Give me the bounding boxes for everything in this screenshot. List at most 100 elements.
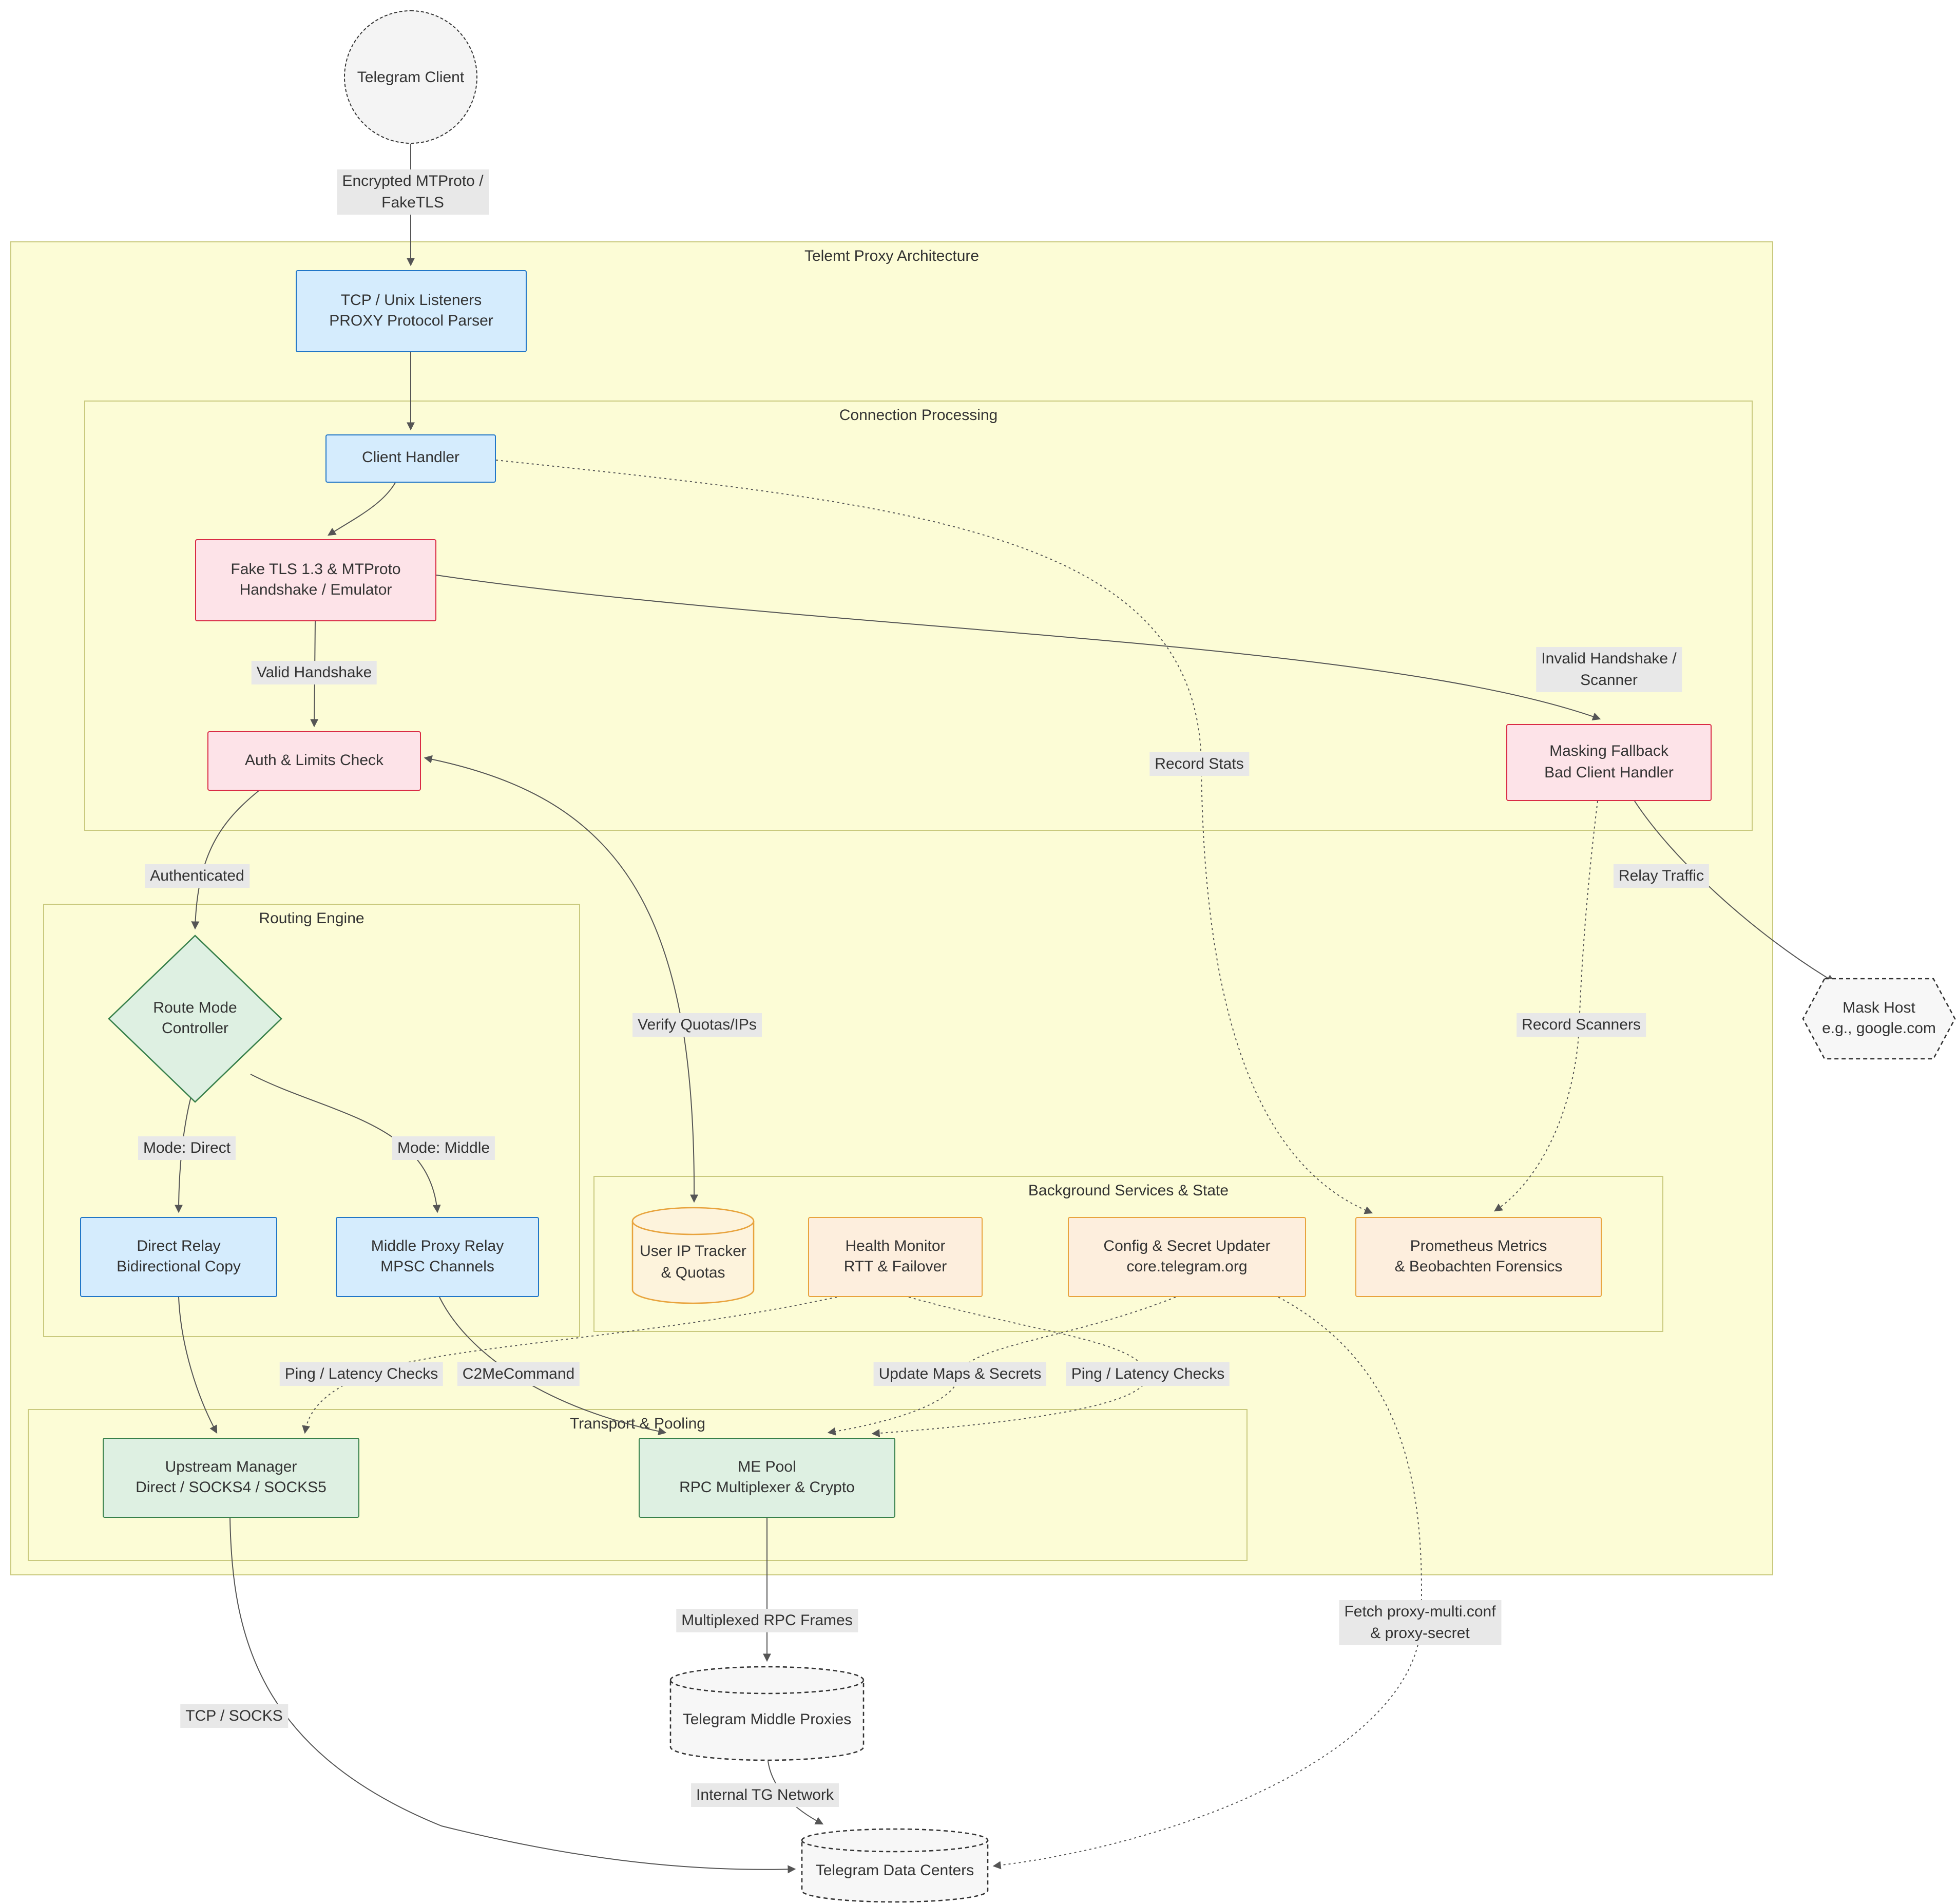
edge-authenticated bbox=[191, 790, 259, 930]
node-user-ip-tracker: User IP Tracker & Quotas bbox=[631, 1207, 755, 1304]
node-prometheus-metrics-line1: Prometheus Metrics bbox=[1410, 1237, 1547, 1255]
edge-label-record-stats: Record Stats bbox=[1149, 752, 1249, 776]
edge-record-stats bbox=[495, 460, 1373, 1214]
edge-label-encrypted-mtproto: Encrypted MTProto / FakeTLS bbox=[337, 169, 489, 215]
node-route-mode-text: Route Mode Controller bbox=[153, 998, 237, 1040]
container-routing-title: Routing Engine bbox=[259, 910, 364, 927]
node-me-pool: ME Pool RPC Multiplexer & Crypto bbox=[639, 1438, 895, 1518]
node-prometheus-metrics: Prometheus Metrics & Beobachten Forensic… bbox=[1355, 1217, 1602, 1297]
edge-label-invalid-line2: Scanner bbox=[1580, 672, 1638, 689]
edge-label-fetch-conf-line2: & proxy-secret bbox=[1370, 1625, 1470, 1642]
node-telegram-data-centers: Telegram Data Centers bbox=[801, 1828, 989, 1903]
edge-invalid-handshake bbox=[436, 575, 1601, 720]
node-client-handler: Client Handler bbox=[325, 434, 496, 483]
node-masking-fallback-line1: Masking Fallback bbox=[1549, 742, 1668, 760]
edge-mode-middle bbox=[250, 1074, 441, 1213]
node-telegram-data-centers-text: Telegram Data Centers bbox=[816, 1849, 974, 1882]
edge-label-fetch-conf: Fetch proxy-multi.conf & proxy-secret bbox=[1339, 1600, 1501, 1645]
cylinder-shape bbox=[631, 1207, 755, 1304]
node-mask-host-text: Mask Host e.g., google.com bbox=[1822, 998, 1936, 1040]
node-telegram-data-centers-label: Telegram Data Centers bbox=[815, 1862, 974, 1880]
node-fake-tls-line1: Fake TLS 1.3 & MTProto bbox=[231, 560, 401, 578]
diamond-shape bbox=[108, 935, 282, 1103]
node-me-pool-line1: ME Pool bbox=[738, 1458, 796, 1476]
container-transport-title: Transport & Pooling bbox=[569, 1415, 705, 1433]
edge-label-mode-direct: Mode: Direct bbox=[138, 1136, 236, 1160]
edge-label-internal-tg: Internal TG Network bbox=[691, 1783, 839, 1807]
container-background-title: Background Services & State bbox=[1028, 1182, 1229, 1199]
node-telegram-middle-proxies: Telegram Middle Proxies bbox=[669, 1666, 865, 1761]
container-outer-title: Telemt Proxy Architecture bbox=[804, 247, 980, 265]
edge-label-encrypted-line2: FakeTLS bbox=[381, 194, 444, 212]
cylinder-shape bbox=[801, 1828, 989, 1903]
node-auth-check: Auth & Limits Check bbox=[207, 731, 421, 791]
container-connection-title: Connection Processing bbox=[839, 407, 998, 424]
node-health-monitor-line1: Health Monitor bbox=[845, 1237, 946, 1255]
node-config-updater-line1: Config & Secret Updater bbox=[1103, 1237, 1271, 1255]
node-upstream-manager: Upstream Manager Direct / SOCKS4 / SOCKS… bbox=[103, 1438, 359, 1518]
node-config-updater: Config & Secret Updater core.telegram.or… bbox=[1068, 1217, 1306, 1297]
node-tcp-listeners-line1: TCP / Unix Listeners bbox=[340, 291, 482, 309]
node-middle-relay: Middle Proxy Relay MPSC Channels bbox=[336, 1217, 539, 1297]
edge-label-encrypted-line1: Encrypted MTProto / bbox=[342, 173, 484, 190]
edge-label-relay-traffic: Relay Traffic bbox=[1613, 864, 1710, 888]
edge-label-fetch-conf-line1: Fetch proxy-multi.conf bbox=[1344, 1603, 1496, 1621]
node-prometheus-metrics-line2: & Beobachten Forensics bbox=[1394, 1258, 1563, 1275]
edge-label-invalid-line1: Invalid Handshake / bbox=[1541, 650, 1677, 668]
edge-update-maps bbox=[827, 1297, 1176, 1436]
node-middle-relay-line1: Middle Proxy Relay bbox=[371, 1237, 504, 1255]
node-fake-tls: Fake TLS 1.3 & MTProto Handshake / Emula… bbox=[195, 539, 436, 621]
node-me-pool-line2: RPC Multiplexer & Crypto bbox=[679, 1479, 855, 1496]
node-direct-relay-line2: Bidirectional Copy bbox=[117, 1258, 241, 1275]
edge-label-ping-latency-right: Ping / Latency Checks bbox=[1066, 1362, 1230, 1386]
node-fake-tls-line2: Handshake / Emulator bbox=[239, 581, 392, 599]
edge-ping-upstream bbox=[302, 1297, 837, 1434]
node-direct-relay: Direct Relay Bidirectional Copy bbox=[80, 1217, 277, 1297]
cylinder-shape bbox=[669, 1666, 865, 1761]
edge-label-ping-latency-left: Ping / Latency Checks bbox=[279, 1362, 444, 1386]
node-mask-host-line1: Mask Host bbox=[1843, 999, 1915, 1017]
edge-label-update-maps: Update Maps & Secrets bbox=[873, 1362, 1047, 1386]
node-upstream-manager-line2: Direct / SOCKS4 / SOCKS5 bbox=[136, 1479, 327, 1496]
node-upstream-manager-line1: Upstream Manager bbox=[165, 1458, 297, 1476]
node-telegram-client: Telegram Client bbox=[344, 10, 477, 144]
node-middle-relay-line2: MPSC Channels bbox=[380, 1258, 494, 1275]
node-telegram-middle-proxies-text: Telegram Middle Proxies bbox=[683, 1696, 851, 1731]
edge-label-valid-handshake: Valid Handshake bbox=[251, 661, 377, 684]
edge-label-tcp-socks: TCP / SOCKS bbox=[180, 1704, 288, 1728]
node-mask-host: Mask Host e.g., google.com bbox=[1802, 978, 1956, 1060]
edge-verify-quotas bbox=[424, 755, 699, 1203]
node-mask-host-line2: e.g., google.com bbox=[1822, 1020, 1936, 1037]
node-tcp-listeners-line2: PROXY Protocol Parser bbox=[329, 312, 493, 330]
node-health-monitor-line2: RTT & Failover bbox=[843, 1258, 947, 1275]
edge-label-c2me-command: C2MeCommand bbox=[457, 1362, 580, 1386]
node-client-handler-line1: Client Handler bbox=[361, 449, 460, 467]
node-auth-check-line1: Auth & Limits Check bbox=[244, 751, 384, 769]
node-telegram-middle-proxies-label: Telegram Middle Proxies bbox=[682, 1711, 852, 1729]
edge-record-scanners bbox=[1493, 801, 1598, 1212]
edge-relay-traffic bbox=[1634, 801, 1835, 983]
edge-label-invalid-handshake: Invalid Handshake / Scanner bbox=[1536, 647, 1682, 692]
hexagon-shape bbox=[1802, 978, 1956, 1060]
edge-label-mode-middle: Mode: Middle bbox=[392, 1136, 495, 1160]
edge-label-authenticated: Authenticated bbox=[145, 864, 250, 888]
node-tcp-listeners: TCP / Unix Listeners PROXY Protocol Pars… bbox=[296, 270, 527, 352]
edge-direct-to-upstream bbox=[178, 1297, 218, 1434]
node-masking-fallback: Masking Fallback Bad Client Handler bbox=[1506, 724, 1712, 801]
node-user-ip-tracker-line1: User IP Tracker bbox=[640, 1243, 746, 1261]
node-user-ip-tracker-line2: & Quotas bbox=[661, 1264, 725, 1281]
node-user-ip-tracker-text: User IP Tracker & Quotas bbox=[640, 1228, 746, 1284]
edge-tcp-socks bbox=[229, 1517, 796, 1874]
node-telegram-client-label: Telegram Client bbox=[357, 68, 465, 86]
edge-handler-to-faketls bbox=[327, 482, 396, 536]
node-health-monitor: Health Monitor RTT & Failover bbox=[808, 1217, 983, 1297]
edge-label-multiplexed-frames: Multiplexed RPC Frames bbox=[676, 1609, 858, 1632]
node-direct-relay-line1: Direct Relay bbox=[137, 1237, 221, 1255]
node-route-mode-controller: Route Mode Controller bbox=[108, 935, 282, 1103]
node-masking-fallback-line2: Bad Client Handler bbox=[1544, 764, 1674, 781]
edge-label-verify-quotas: Verify Quotas/IPs bbox=[632, 1013, 762, 1037]
node-route-mode-line2: Controller bbox=[161, 1020, 229, 1037]
node-route-mode-line1: Route Mode bbox=[153, 999, 237, 1017]
edge-label-record-scanners: Record Scanners bbox=[1517, 1013, 1646, 1037]
